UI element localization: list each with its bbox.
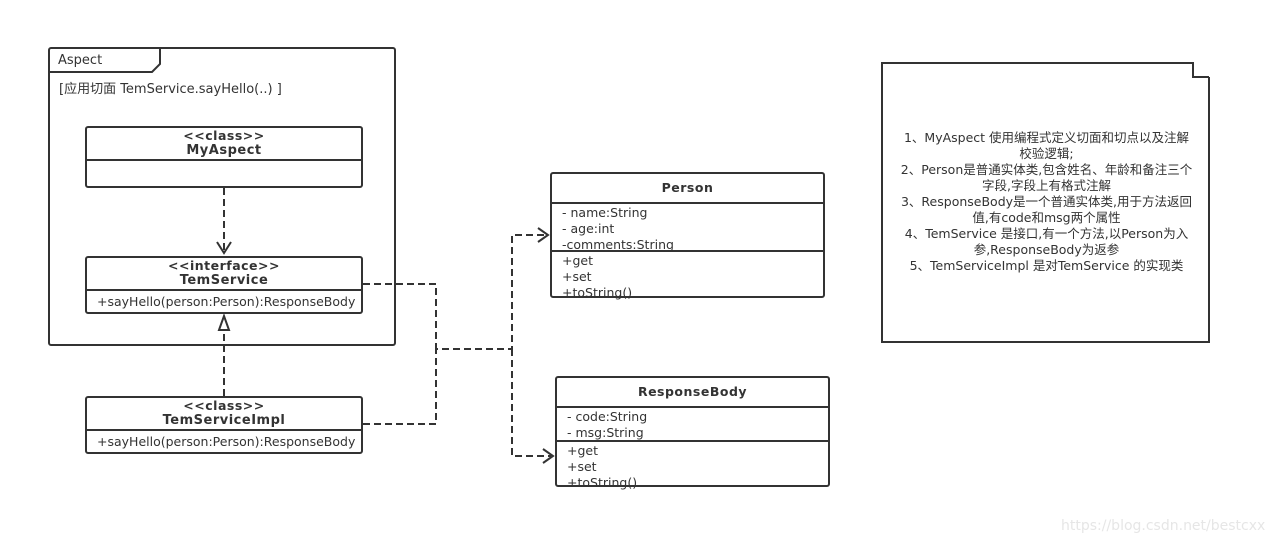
note-line: 2、Person是普通实体类,包含姓名、年龄和备注三个 — [900, 162, 1193, 177]
class-name: TemServiceImpl — [162, 413, 286, 428]
stereotype: <<class>> — [183, 398, 265, 413]
method: +get — [567, 443, 598, 458]
class-name: MyAspect — [186, 143, 262, 158]
note-line: 字段,字段上有格式注解 — [982, 178, 1111, 193]
package-tab — [49, 48, 161, 73]
attribute: - name:String — [562, 205, 648, 220]
class-responsebody[interactable]: ResponseBody - code:String - msg:String … — [555, 376, 830, 490]
hollow-triangle-icon — [217, 313, 231, 331]
dependency-to-responsebody — [511, 349, 551, 457]
method: +toString() — [562, 285, 633, 300]
open-arrow-icon — [542, 448, 555, 464]
class-name: TemService — [179, 273, 269, 288]
attribute: - age:int — [562, 221, 615, 236]
attribute: - code:String — [567, 409, 648, 424]
note[interactable]: 1、MyAspect 使用编程式定义切面和切点以及注解 校验逻辑; 2、Pers… — [881, 62, 1210, 343]
package-name: Aspect — [58, 53, 103, 68]
dependency-temserviceimpl — [363, 234, 546, 425]
note-line: 校验逻辑; — [1019, 146, 1074, 161]
open-arrow-icon — [537, 227, 550, 243]
class-myaspect[interactable]: <<class>> MyAspect — [85, 126, 363, 188]
dependency-temservice — [363, 283, 437, 349]
method: +sayHello(person:Person):ResponseBody — [97, 294, 356, 309]
watermark: https://blog.csdn.net/bestcxx — [1061, 518, 1266, 534]
note-line: 1、MyAspect 使用编程式定义切面和切点以及注解 — [903, 130, 1190, 145]
class-person[interactable]: Person - name:String - age:int -comments… — [550, 172, 825, 300]
method: +sayHello(person:Person):ResponseBody — [97, 434, 356, 449]
method: +toString() — [567, 475, 638, 490]
interface-temservice[interactable]: <<interface>> TemService +sayHello(perso… — [85, 256, 363, 314]
note-line: 3、ResponseBody是一个普通实体类,用于方法返回 — [900, 194, 1193, 209]
note-line: 参,ResponseBody为返参 — [973, 242, 1120, 257]
note-fold — [1192, 62, 1209, 78]
attribute: -comments:String — [562, 237, 674, 252]
method: +set — [562, 269, 592, 284]
class-temserviceimpl[interactable]: <<class>> TemServiceImpl +sayHello(perso… — [85, 396, 363, 454]
stereotype: <<interface>> — [168, 258, 280, 273]
note-line: 4、TemService 是接口,有一个方法,以Person为入 — [904, 226, 1189, 241]
open-arrow-icon — [216, 241, 232, 255]
class-name: Person — [552, 174, 823, 204]
note-line: 5、TemServiceImpl 是对TemService 的实现类 — [909, 258, 1184, 273]
note-line: 值,有code和msg两个属性 — [972, 210, 1121, 225]
attribute: - msg:String — [567, 425, 644, 440]
method: +get — [562, 253, 593, 268]
stereotype: <<class>> — [183, 128, 265, 143]
method: +set — [567, 459, 597, 474]
package-constraint: [应用切面 TemService.sayHello(..) ] — [59, 82, 282, 97]
class-name: ResponseBody — [557, 378, 828, 408]
